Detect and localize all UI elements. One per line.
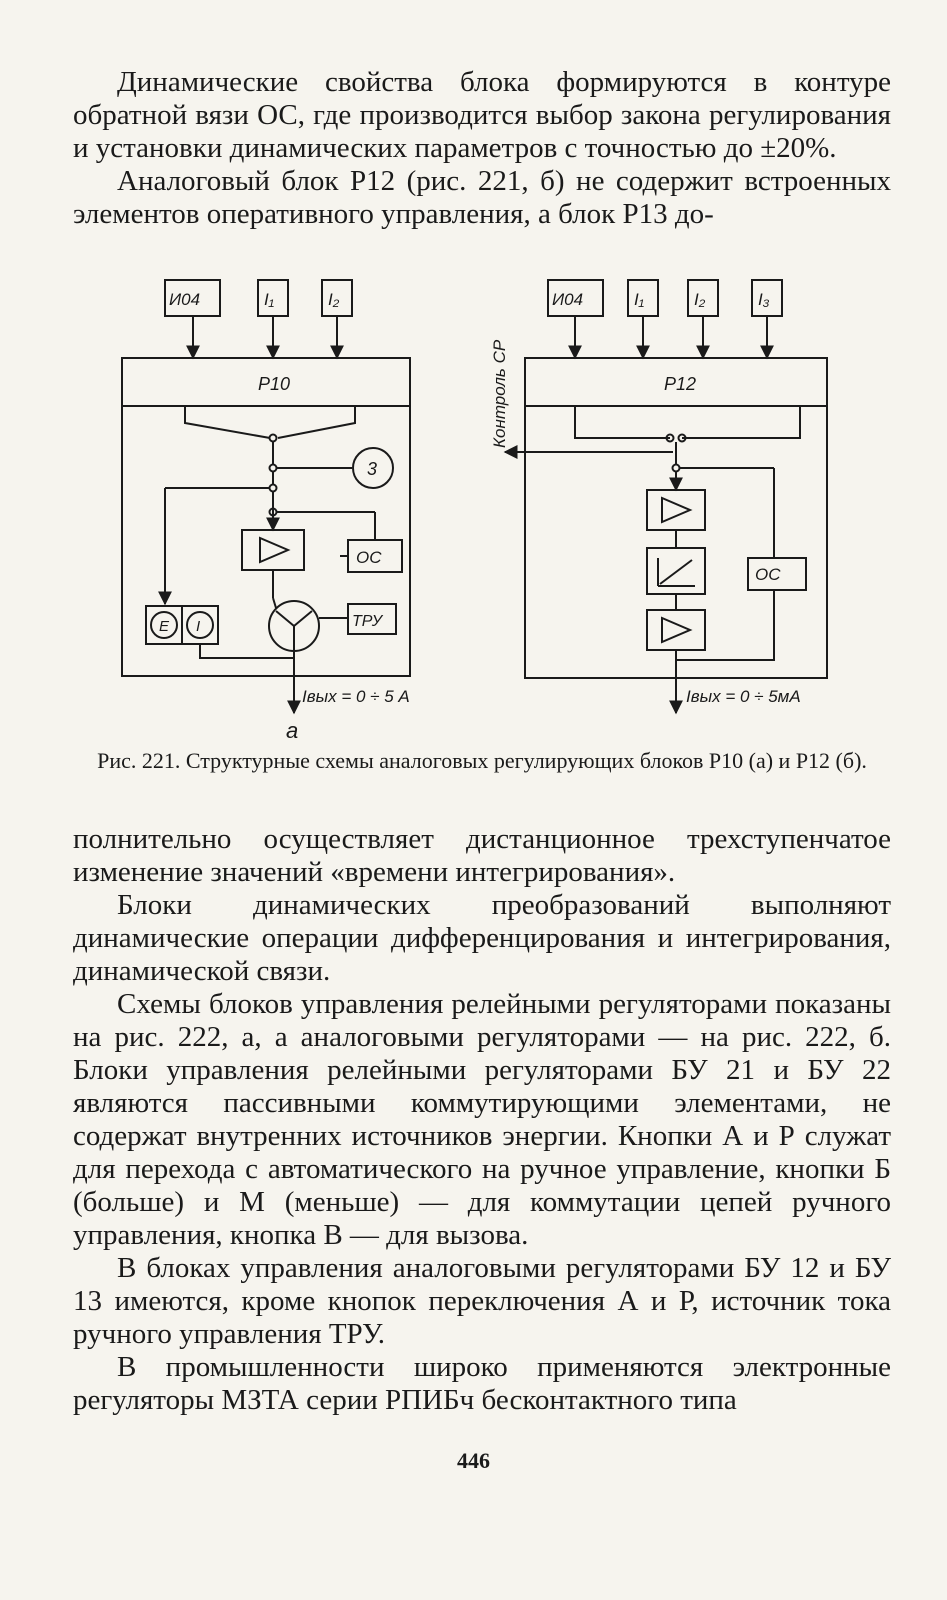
node-z-circle <box>352 447 394 489</box>
paragraph: Блоки динамических преобразований выполн… <box>73 889 891 987</box>
paragraph: В блоках управления аналоговыми регулято… <box>73 1252 891 1350</box>
junction-node <box>671 463 681 473</box>
junction-node <box>677 433 687 443</box>
node-z-label: 3 <box>367 459 377 479</box>
oc-label-b: ОС <box>755 565 781 584</box>
paragraph: полнительно осуществляет дистанционное т… <box>73 823 891 888</box>
block-diagrams: И04 I₁ I₂ Р10 3 ОС ТРУ E I Iвых = 0 ÷ 5 … <box>121 279 828 743</box>
oc-label-a: ОС <box>356 548 382 567</box>
amplifier-box-a <box>241 529 305 571</box>
oc-box-b <box>747 557 807 591</box>
junction-node <box>665 433 675 443</box>
text-bottom: полнительно осуществляет дистанционное т… <box>73 823 891 1417</box>
paragraph: Динамические свойства блока формируются … <box>73 66 891 164</box>
input-label-i2-a: I₂ <box>328 290 340 309</box>
tru-box <box>347 603 397 635</box>
input-label-i04-a: И04 <box>169 290 200 309</box>
junction-node <box>268 483 278 493</box>
e-cell-label: E <box>159 618 170 635</box>
input-label-i1-a: I₁ <box>264 290 274 309</box>
input-label-i2-b: I₂ <box>694 290 706 309</box>
tru-label: ТРУ <box>352 613 384 630</box>
block-label-p12: Р12 <box>664 374 696 394</box>
junction-node <box>268 433 278 443</box>
i-cell-label: I <box>196 618 200 635</box>
paragraph: Аналоговый блок Р12 (рис. 221, б) не сод… <box>73 165 891 230</box>
input-label-i3-b: I₃ <box>758 290 770 309</box>
text-top: Динамические свойства блока формируются … <box>73 66 891 231</box>
paragraph: В промышленности широко применяются элек… <box>73 1351 891 1416</box>
block-label-p10: Р10 <box>258 374 290 394</box>
diagram-a-label: а <box>286 718 298 743</box>
amplifier-box-b1 <box>646 489 706 531</box>
figure-221: И04 I₁ I₂ Р10 3 ОС ТРУ E I Iвых = 0 ÷ 5 … <box>110 268 840 748</box>
input-label-i04-b: И04 <box>552 290 583 309</box>
block-p10-frame <box>121 357 411 677</box>
junction-node <box>268 463 278 473</box>
control-side-label: Контроль СР <box>490 339 509 448</box>
output-label-a: Iвых = 0 ÷ 5 А <box>302 687 410 706</box>
page-number: 446 <box>457 1448 490 1473</box>
output-label-b: Iвых = 0 ÷ 5мА <box>686 687 801 706</box>
paragraph: Схемы блоков управления релейными регуля… <box>73 988 891 1251</box>
figure-caption: Рис. 221. Структурные схемы аналоговых р… <box>97 748 867 773</box>
input-label-i1-b: I₁ <box>634 290 644 309</box>
amplifier-box-b2 <box>646 609 706 651</box>
